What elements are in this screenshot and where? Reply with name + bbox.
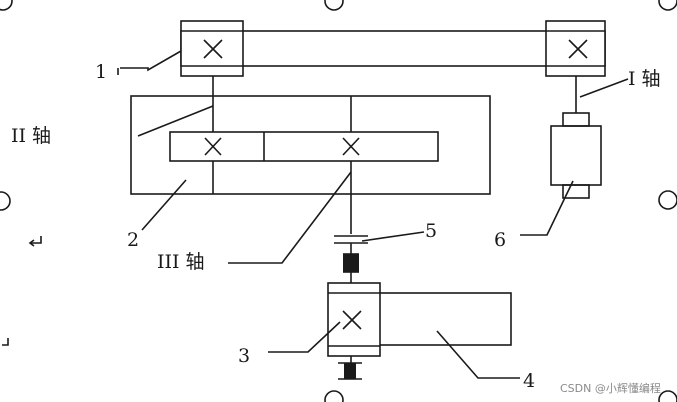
label-4: 4 xyxy=(523,370,535,392)
motor xyxy=(550,76,602,199)
watermark: CSDN @小辉懂编程 xyxy=(560,381,661,395)
motor-body xyxy=(550,125,602,186)
paragraph-marks xyxy=(2,68,119,346)
sprocket-cross-icon xyxy=(342,310,362,330)
reducer-housing xyxy=(130,95,491,195)
belt-drive xyxy=(180,20,606,77)
lower-assembly xyxy=(327,282,512,380)
coupling xyxy=(334,235,368,283)
gear-large-cross-icon xyxy=(342,137,360,156)
label-5: 5 xyxy=(425,220,437,242)
label-1: 1 xyxy=(95,61,107,83)
drum-4 xyxy=(363,292,512,346)
pulley-left xyxy=(180,20,244,77)
gear-pair-box xyxy=(169,131,439,162)
label-shaft-I: I 轴 xyxy=(628,68,661,90)
gear-reducer xyxy=(130,76,491,234)
pulley-right-cross-icon xyxy=(568,39,588,59)
motor-cap-top xyxy=(562,112,590,127)
label-3: 3 xyxy=(238,345,250,367)
label-shaft-II: II 轴 xyxy=(11,125,51,147)
label-6: 6 xyxy=(494,229,506,251)
belt xyxy=(180,30,606,67)
sprocket-3 xyxy=(327,282,381,357)
label-shaft-III: III 轴 xyxy=(157,251,205,273)
pulley-right xyxy=(545,20,606,77)
gear-small-cross-icon xyxy=(204,137,222,156)
label-2: 2 xyxy=(127,229,139,251)
pulley-left-cross-icon xyxy=(203,39,223,59)
motor-cap-bottom xyxy=(562,184,590,199)
leader-lines xyxy=(120,50,629,379)
